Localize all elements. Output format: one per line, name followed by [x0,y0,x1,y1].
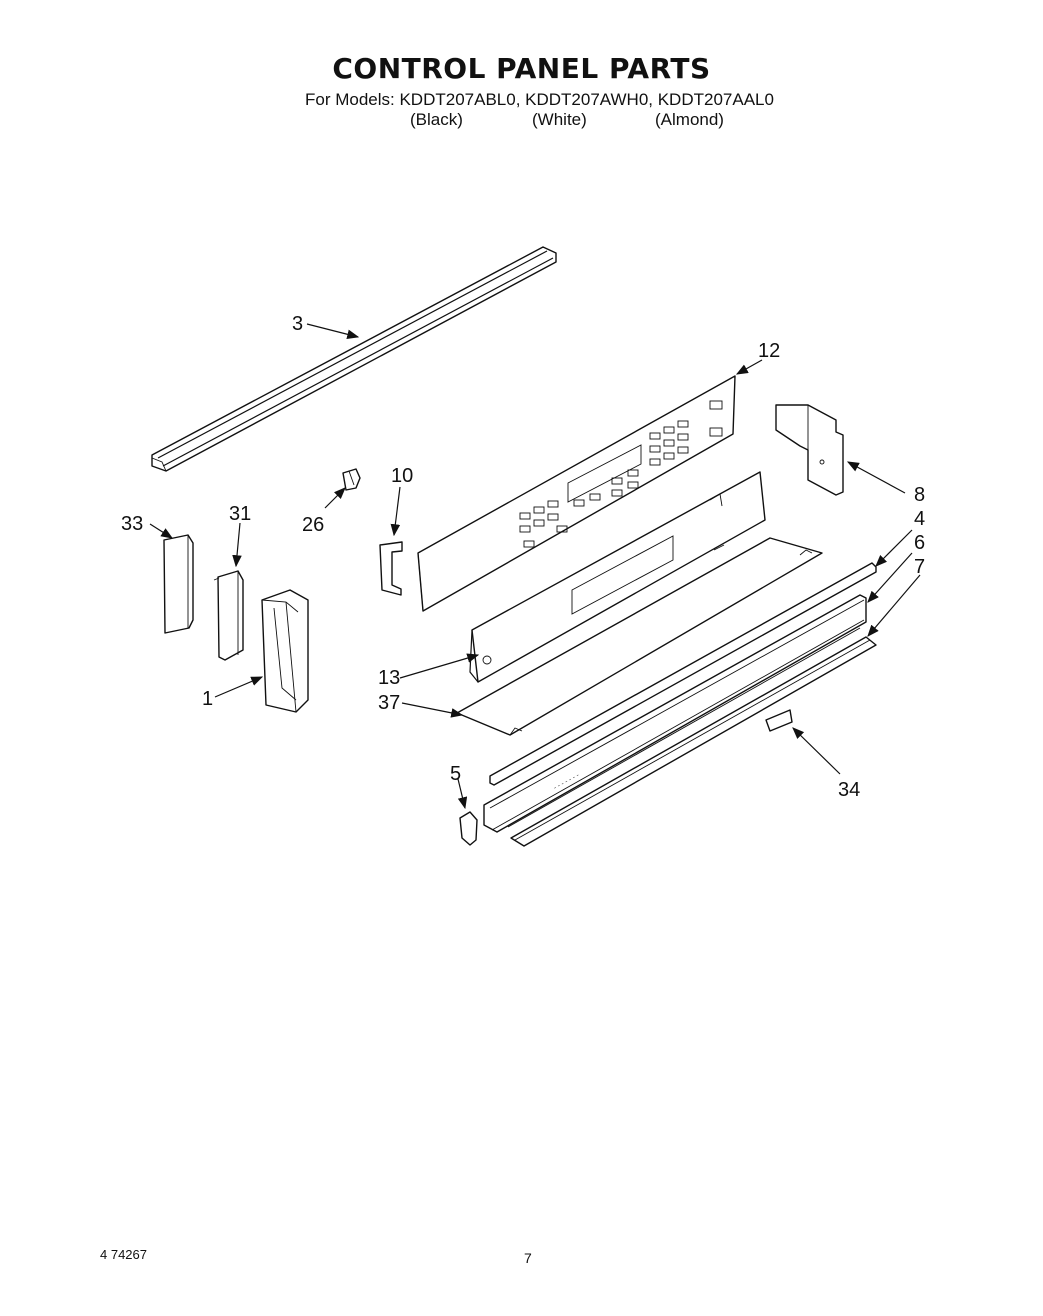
callout-12: 12 [758,340,780,362]
callout-37: 37 [378,692,400,714]
part-10-bracket [379,541,403,596]
color-black-label: (Black) [410,110,463,129]
callout-6: 6 [914,532,925,554]
page-title: CONTROL PANEL PARTS [332,52,711,85]
part-34-clip [765,709,793,732]
part-3-top-trim [151,246,557,472]
page-number: 7 [524,1250,532,1266]
part-6-front-bar: - - - - - - - [483,594,867,833]
part-5-end-cap [459,811,478,846]
callout-8: 8 [914,484,925,506]
leader-lines [149,323,921,810]
part-37-insulation [456,537,823,736]
callout-26: 26 [302,514,324,536]
document-number: 4 74267 [100,1247,147,1262]
callout-1: 1 [202,688,213,710]
part-13-console-housing [469,471,766,683]
callout-5: 5 [450,763,461,785]
color-white-label: (White) [532,110,587,129]
callout-13: 13 [378,667,400,689]
part-4-trim-strip [489,562,877,786]
callout-33: 33 [121,513,143,535]
part-8-side-bracket [775,404,844,496]
callout-34: 34 [838,779,860,801]
callout-4: 4 [914,508,925,530]
part-31-end-bracket [213,570,244,661]
part-33-end-cap [163,534,194,634]
callout-10: 10 [391,465,413,487]
part-1-end-support [261,589,309,713]
part-7-bottom-channel [507,627,877,847]
models-line: For Models: KDDT207ABL0, KDDT207AWH0, KD… [305,90,774,109]
part-26-bumper [342,468,361,491]
callout-3: 3 [292,313,303,335]
callout-7: 7 [914,556,925,578]
part-12-control-panel [417,375,736,612]
callout-31: 31 [229,503,251,525]
color-almond-label: (Almond) [655,110,724,129]
